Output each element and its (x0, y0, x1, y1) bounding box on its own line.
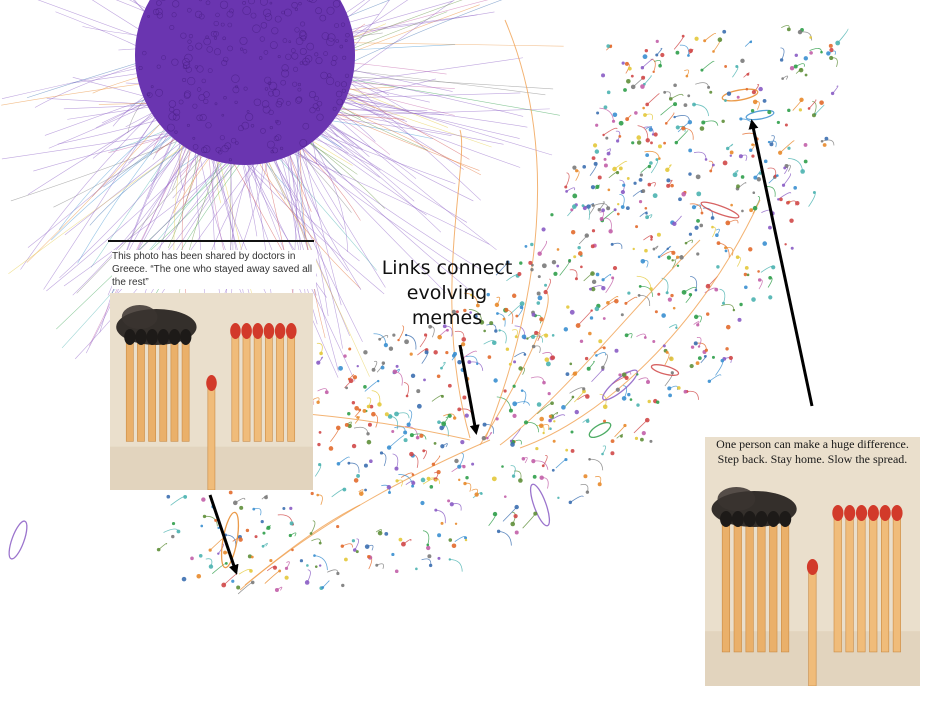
original-matches-photo (110, 293, 313, 490)
main-meme-cluster (135, 0, 355, 165)
meme-overlay-line-1: One person can make a huge difference. (716, 437, 909, 451)
evolved-meme-photo: One person can make a huge difference. S… (705, 437, 920, 686)
annotation-line-1: Links connect (381, 257, 513, 279)
network-nodes (156, 27, 841, 592)
caption-divider (108, 240, 314, 242)
matchsticks-photo-icon (110, 293, 313, 490)
annotation-line-2: evolving (406, 282, 488, 304)
meme-overlay-line-2: Step back. Stay home. Slow the spread. (717, 452, 908, 466)
meme-overlay-text: One person can make a huge difference. S… (705, 437, 920, 467)
links-annotation: Links connect evolving memes (372, 256, 522, 331)
photo-caption: This photo has been shared by doctors in… (112, 250, 316, 289)
annotation-line-3: memes (411, 307, 483, 329)
matchsticks-meme-icon (705, 437, 920, 686)
